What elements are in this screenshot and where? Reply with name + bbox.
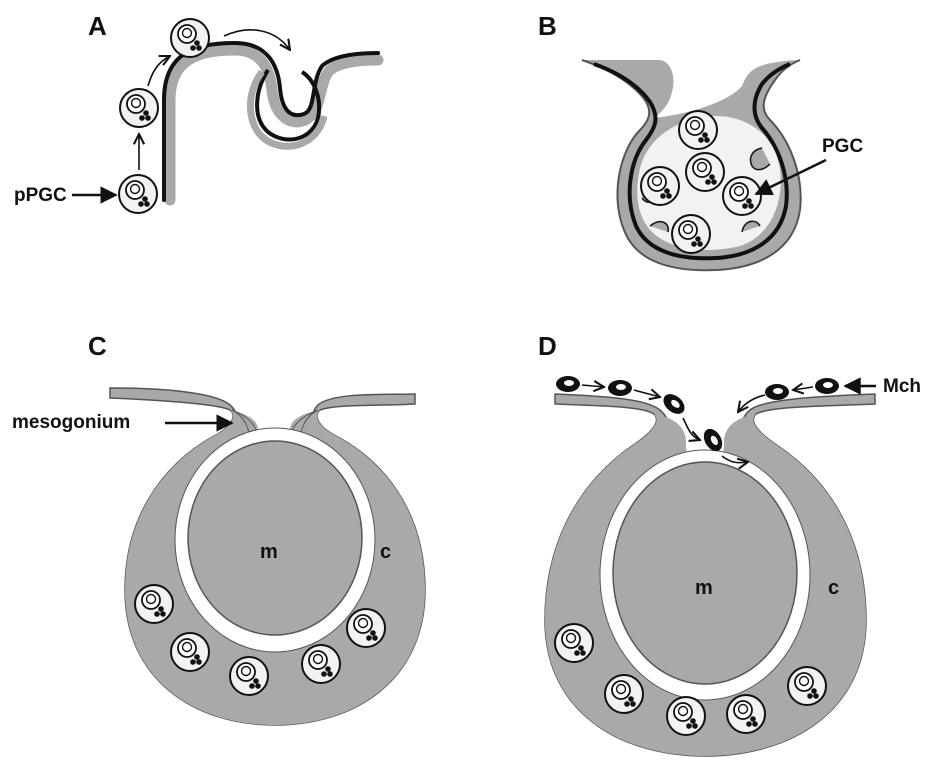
panel-d: D m c Mch <box>538 331 921 756</box>
mch-cell-5 <box>765 384 789 400</box>
mch-arrow-3 <box>683 418 700 440</box>
panel-b-letter: B <box>538 11 557 41</box>
mch-label: Mch <box>883 376 921 397</box>
ppgc-cell-1 <box>119 175 157 213</box>
panel-d-letter: D <box>538 331 557 361</box>
mch-cell-2 <box>608 380 632 396</box>
pgc-cell-4 <box>723 177 761 215</box>
germ-cell-c-1 <box>135 585 173 623</box>
epithelium-gray-layer-a <box>170 50 378 200</box>
germ-cell-d-1 <box>555 624 593 662</box>
panel-c-letter: C <box>88 331 107 361</box>
panel-a-letter: A <box>88 11 107 41</box>
panel-a: A pPGC <box>14 11 378 213</box>
mch-arrow-6 <box>793 387 813 390</box>
panel-c: C m c mesogonium <box>12 331 425 725</box>
germ-cell-c-4 <box>302 645 340 683</box>
ppgc-cell-2 <box>120 89 158 127</box>
germ-cell-d-3 <box>667 697 705 735</box>
germ-cell-c-2 <box>171 633 209 671</box>
mass-d <box>613 462 797 684</box>
mass-label-d: m <box>695 577 713 599</box>
pgc-cell-1 <box>679 111 717 149</box>
pgc-cell-5 <box>672 215 710 253</box>
coelom-label-d: c <box>828 577 839 599</box>
ppgc-cell-3 <box>171 19 209 57</box>
mch-cell-6 <box>815 378 839 394</box>
mesogonium-label: mesogonium <box>12 412 130 433</box>
mass-label-c: m <box>260 541 278 563</box>
panel-b: B PGC <box>538 11 863 270</box>
germ-cell-d-5 <box>788 667 826 705</box>
mch-cell-1 <box>556 376 580 392</box>
mch-arrow-1 <box>582 385 604 387</box>
pgc-cell-3 <box>641 167 679 205</box>
germ-cell-d-2 <box>605 675 643 713</box>
germ-cell-d-4 <box>727 695 765 733</box>
pgc-label: PGC <box>822 136 863 157</box>
mch-arrow-2 <box>634 390 660 397</box>
germ-cell-c-3 <box>230 657 268 695</box>
coelom-label-c: c <box>380 541 391 563</box>
mass-c <box>188 441 362 635</box>
ppgc-label: pPGC <box>14 185 67 206</box>
pgc-cell-2 <box>686 153 724 191</box>
germ-cell-c-5 <box>347 609 385 647</box>
